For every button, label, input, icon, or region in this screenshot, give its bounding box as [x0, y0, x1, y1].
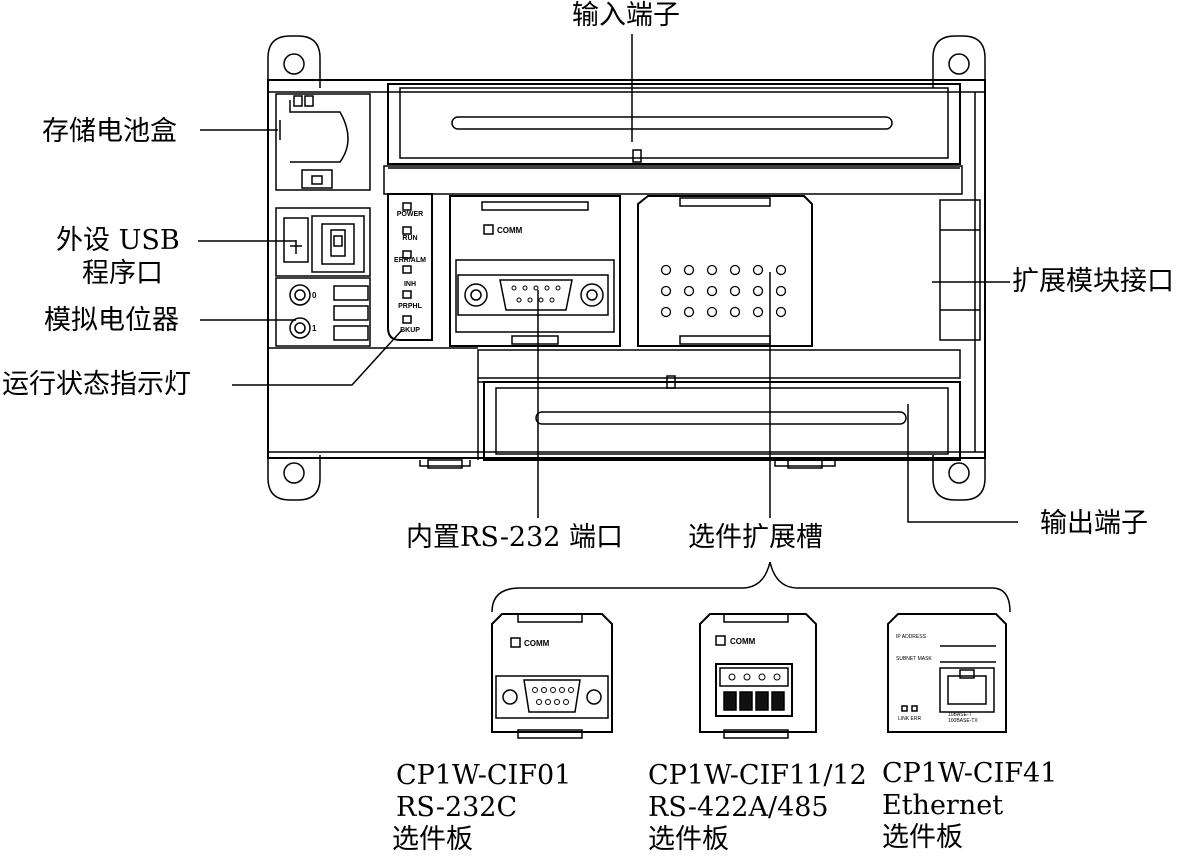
pot-label-1: 1 — [312, 324, 317, 333]
label-battery-box: 存储电池盒 — [42, 116, 177, 147]
callout-lines — [198, 34, 1018, 613]
led-label-prphl: PRPHL — [398, 303, 422, 310]
cif11-type: RS-422A/485 — [648, 792, 829, 823]
eth-speed-1: 10BASE-T — [948, 712, 972, 718]
cif01-name: 选件板 — [392, 824, 473, 855]
option-board-cif11 — [699, 613, 817, 739]
slot-hole — [683, 285, 695, 297]
pot-label-0: 0 — [312, 291, 317, 300]
label-usb-port-1: 外设 USB — [56, 225, 180, 256]
cif01-model: CP1W-CIF01 — [396, 760, 572, 791]
led-label-run: RUN — [402, 235, 417, 242]
label-output-terminal: 输出端子 — [1040, 508, 1148, 539]
label-rs232-port: 内置RS-232 端口 — [406, 522, 624, 553]
plc-body — [267, 35, 986, 501]
eth-speed-2: 100BASE-TX — [948, 718, 978, 724]
label-usb-port-2: 程序口 — [82, 258, 163, 289]
slot-hole — [752, 264, 764, 276]
slot-hole — [775, 306, 787, 318]
cif41-type: Ethernet — [882, 790, 1004, 821]
slot-hole — [729, 264, 741, 276]
label-input-terminal: 输入端子 — [572, 0, 680, 31]
led-label-bkup: BKUP — [400, 327, 420, 334]
slot-hole — [775, 264, 787, 276]
cif11-name: 选件板 — [648, 824, 729, 855]
led-label-power: POWER — [397, 211, 423, 218]
led-label-inh: INH — [404, 281, 416, 288]
eth-ip-label: IP ADDRESS — [896, 634, 927, 640]
cif41-model: CP1W-CIF41 — [882, 758, 1058, 789]
cif01-type: RS-232C — [396, 792, 518, 823]
slot-hole — [683, 306, 695, 318]
slot-hole — [752, 306, 764, 318]
slot-hole — [706, 306, 718, 318]
label-expansion-port: 扩展模块接口 — [1012, 266, 1174, 297]
slot-hole — [660, 285, 672, 297]
led-label-erralm: ERR/ALM — [394, 257, 426, 264]
slot-hole — [706, 285, 718, 297]
option-slot-holes — [660, 264, 787, 318]
option-board-cif41 — [887, 613, 1007, 733]
slot-hole — [752, 285, 764, 297]
cif11-model: CP1W-CIF11/12 — [648, 760, 867, 791]
comm-label-main: COMM — [497, 226, 523, 235]
comm-label-cif01: COMM — [524, 639, 550, 648]
slot-hole — [706, 264, 718, 276]
label-analog-pot: 模拟电位器 — [44, 305, 179, 336]
led-labels: POWER RUN ERR/ALM INH PRPHL BKUP — [394, 211, 426, 334]
connector-pins — [511, 285, 781, 705]
slot-hole — [729, 285, 741, 297]
slot-hole — [775, 285, 787, 297]
eth-led-label: LINK ERR — [898, 716, 921, 722]
comm-label-cif11: COMM — [730, 637, 756, 646]
slot-hole — [660, 264, 672, 276]
label-option-slot: 选件扩展槽 — [688, 522, 823, 553]
terminal-block-cif11 — [723, 691, 785, 711]
label-status-led: 运行状态指示灯 — [2, 369, 191, 400]
cif41-name: 选件板 — [882, 822, 963, 853]
slot-hole — [660, 306, 672, 318]
eth-mask-label: SUBNET MASK — [896, 656, 932, 662]
slot-hole — [729, 306, 741, 318]
slot-hole — [683, 264, 695, 276]
option-board-cif01 — [491, 613, 613, 739]
